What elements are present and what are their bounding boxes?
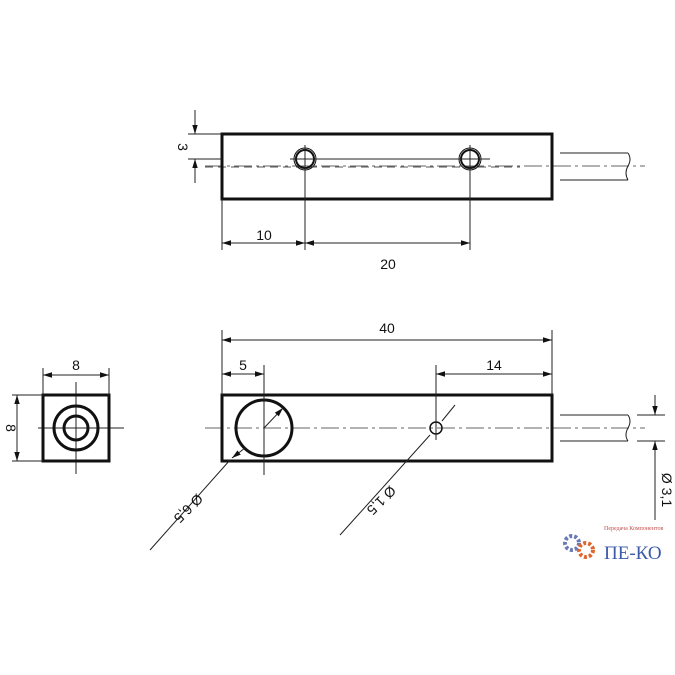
dim-cable-dia: Ø 3,1 bbox=[659, 473, 675, 507]
side-view: 8 8 bbox=[3, 357, 124, 474]
dim-small-hole-pos: 14 bbox=[486, 357, 502, 373]
dim-hole1-pos: 10 bbox=[256, 227, 272, 243]
dim-side-height: 8 bbox=[3, 424, 19, 432]
front-view: 40 5 14 Ø 6,5 Ø 1,5 Ø 3,1 bbox=[149, 320, 675, 551]
cable-break bbox=[625, 152, 631, 181]
sensor-body-top bbox=[220, 132, 554, 201]
leader-line bbox=[339, 434, 431, 536]
dim-length: 40 bbox=[379, 320, 395, 336]
gear-icon bbox=[577, 541, 595, 559]
logo-text: ПЕ-КО bbox=[604, 543, 662, 564]
top-view: 3 10 20 bbox=[175, 110, 645, 272]
dim-side-width: 8 bbox=[72, 357, 80, 373]
gear-icon bbox=[563, 534, 581, 552]
dim-small-hole-dia: Ø 1,5 bbox=[364, 483, 400, 519]
dim-top-offset: 3 bbox=[175, 143, 191, 151]
logo-tagline: Передача Компонентов bbox=[604, 526, 663, 532]
company-logo: Передача Компонентов ПЕ-КО bbox=[563, 526, 663, 564]
leader-line bbox=[149, 459, 231, 551]
sensor-body-front bbox=[220, 393, 554, 463]
dim-big-hole-pos: 5 bbox=[239, 357, 247, 373]
dim-hole-spacing: 20 bbox=[380, 256, 396, 272]
sensor-end-face bbox=[41, 393, 111, 463]
